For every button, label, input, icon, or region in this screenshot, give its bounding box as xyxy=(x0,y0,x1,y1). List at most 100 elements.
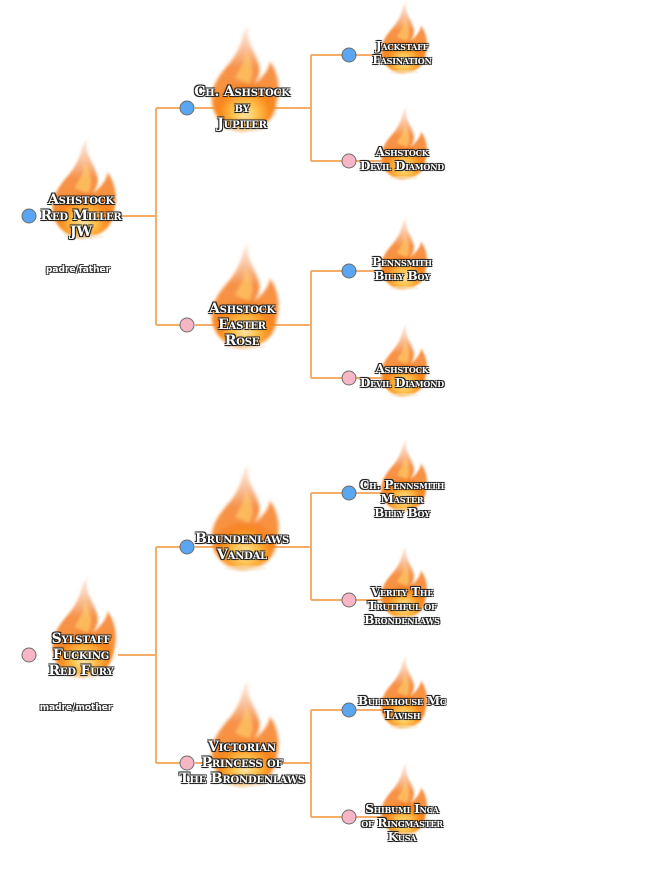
dog-name-line: Master xyxy=(380,492,424,506)
dog-name-line: Red Miller xyxy=(40,208,122,224)
female-indicator-dot[interactable] xyxy=(21,647,37,663)
connector-line xyxy=(156,546,180,548)
dog-name-line: Brundenlaws xyxy=(195,531,289,547)
dog-name-line: of Ringmaster xyxy=(361,816,443,830)
dog-name-line: Bullyhouse Mc xyxy=(357,694,447,708)
flame-icon xyxy=(381,545,427,620)
dog-name-line: Kusa xyxy=(387,830,417,844)
connector-line xyxy=(195,107,215,109)
dog-name-line: Ch. Ashstock xyxy=(194,84,290,100)
dog-name-line: JW xyxy=(70,224,92,240)
connector-line xyxy=(195,324,215,326)
dog-name-line: Fucking xyxy=(52,647,110,663)
flame-icon xyxy=(211,679,279,788)
flame-icon xyxy=(381,655,427,730)
connector-line xyxy=(311,270,342,272)
male-indicator-dot[interactable] xyxy=(341,47,357,63)
connector-line xyxy=(311,816,342,818)
female-indicator-dot[interactable] xyxy=(179,755,195,771)
dog-name-line: Billy Boy xyxy=(374,269,430,283)
connector-line xyxy=(311,599,342,601)
dog-name-line: Verity The xyxy=(370,585,434,599)
female-indicator-dot[interactable] xyxy=(341,370,357,386)
dog-name-line: by xyxy=(234,100,250,116)
male-indicator-dot[interactable] xyxy=(179,100,195,116)
female-indicator-dot[interactable] xyxy=(179,317,195,333)
connector-line xyxy=(118,654,156,656)
connector-line xyxy=(311,54,342,56)
male-indicator-dot[interactable] xyxy=(21,208,37,224)
flame-icon xyxy=(52,137,116,240)
male-indicator-dot[interactable] xyxy=(341,702,357,718)
male-indicator-dot[interactable] xyxy=(341,485,357,501)
connector-line xyxy=(356,709,382,711)
dog-name-line: Red Fury xyxy=(48,663,114,679)
flame-icon xyxy=(381,438,427,513)
connector-line xyxy=(195,546,215,548)
flame-icon xyxy=(211,463,279,572)
dog-name-line: Ashstock xyxy=(375,362,429,376)
connector-line xyxy=(356,492,382,494)
connector-line xyxy=(311,160,342,162)
male-indicator-dot[interactable] xyxy=(341,263,357,279)
flame-icon xyxy=(52,576,116,679)
dog-name-line: Jupiter xyxy=(217,116,267,132)
connector-line xyxy=(310,710,312,817)
female-indicator-dot[interactable] xyxy=(341,153,357,169)
flame-icon xyxy=(381,762,427,837)
flame-icon xyxy=(381,106,427,181)
dog-name-line: Ch. Pennsmith xyxy=(359,478,445,492)
dog-name-line: Devil Diamond xyxy=(359,376,445,390)
parent-role-label: padre/father xyxy=(45,265,111,275)
dog-name-line: The Brondenlaws xyxy=(179,771,305,787)
connector-line xyxy=(270,107,311,109)
flame-icon xyxy=(211,241,279,350)
connector-line xyxy=(270,762,311,764)
dog-name-line: Ashstock xyxy=(375,145,429,159)
connector-line xyxy=(156,107,180,109)
dog-name-line: Fasination xyxy=(372,53,432,67)
flame-icon xyxy=(381,0,427,75)
connector-line xyxy=(310,55,312,161)
dog-name-line: Sylstaff xyxy=(51,631,111,647)
dog-name-line: Jackstaff xyxy=(375,39,429,53)
dog-name-line: Ashstock xyxy=(209,301,275,317)
connector-line xyxy=(155,547,157,763)
dog-name-line: Rose xyxy=(224,333,260,349)
dog-name-line: Shibumi Inca xyxy=(365,802,439,816)
connector-line xyxy=(311,492,342,494)
male-indicator-dot[interactable] xyxy=(179,539,195,555)
connector-line xyxy=(356,160,382,162)
connector-line xyxy=(195,762,215,764)
connector-line xyxy=(311,377,342,379)
dog-name-line: Ashstock xyxy=(48,192,114,208)
connector-line xyxy=(311,709,342,711)
dog-name-line: Billy Boy xyxy=(374,506,430,520)
connector-line xyxy=(310,493,312,600)
connector-line xyxy=(156,762,180,764)
dog-name-line: Vandal xyxy=(216,547,268,563)
dog-name-line: Truthful of xyxy=(367,599,437,613)
connector-line xyxy=(356,599,382,601)
female-indicator-dot[interactable] xyxy=(341,809,357,825)
connector-line xyxy=(270,324,311,326)
connector-line xyxy=(356,816,382,818)
female-indicator-dot[interactable] xyxy=(341,592,357,608)
connector-line xyxy=(155,108,157,325)
connector-line xyxy=(310,271,312,378)
